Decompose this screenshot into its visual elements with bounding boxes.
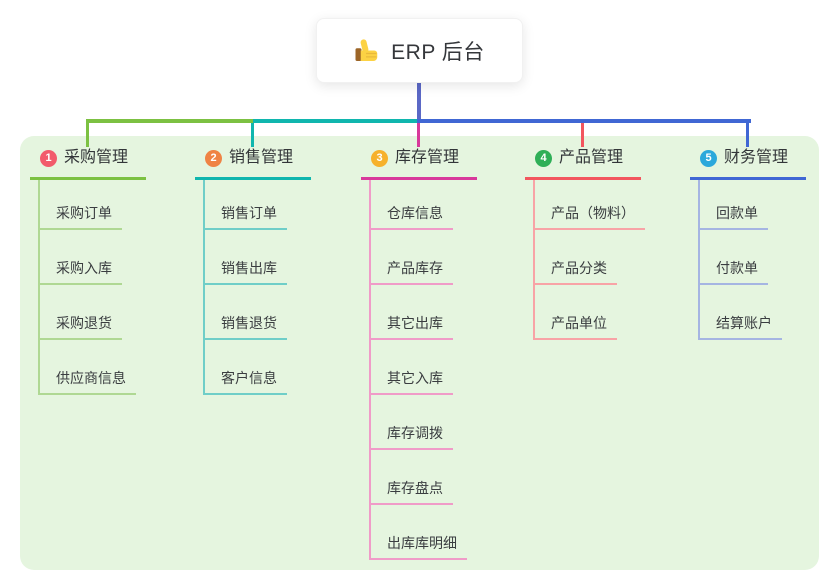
branch-drop-line — [86, 121, 89, 147]
branch-title-label: 财务管理 — [724, 149, 789, 166]
branch-number-badge: 4 — [535, 149, 552, 167]
branch-node[interactable]: 1 采购管理 — [30, 147, 147, 180]
child-node-label: 客户信息 — [203, 369, 287, 395]
branch-node[interactable]: 4 产品管理 — [525, 147, 642, 180]
child-node-label: 库存盘点 — [369, 479, 453, 505]
child-node[interactable]: 客户信息 — [203, 369, 287, 395]
branch-node[interactable]: 3 库存管理 — [361, 147, 478, 180]
branch-drop-line — [251, 121, 254, 147]
child-node-label: 产品单位 — [533, 314, 617, 340]
branch-drop-line — [417, 121, 420, 147]
child-node-label: 销售出库 — [203, 259, 287, 285]
child-node[interactable]: 出库库明细 — [369, 534, 467, 560]
bus-segment-mid — [253, 119, 419, 123]
branch-node[interactable]: 5 财务管理 — [690, 147, 807, 180]
branch-spine-line — [698, 178, 700, 340]
child-node-label: 销售退货 — [203, 314, 287, 340]
child-node-label: 付款单 — [698, 259, 768, 285]
child-node-label: 其它入库 — [369, 369, 453, 395]
content-panel — [20, 136, 819, 570]
child-node[interactable]: 产品（物料） — [533, 204, 645, 230]
thumbs-up-icon — [354, 37, 381, 64]
child-node-label: 库存调拨 — [369, 424, 453, 450]
child-node-label: 出库库明细 — [369, 534, 467, 560]
child-node-label: 回款单 — [698, 204, 768, 230]
child-node[interactable]: 销售出库 — [203, 259, 287, 285]
child-node[interactable]: 采购入库 — [38, 259, 122, 285]
child-node[interactable]: 库存调拨 — [369, 424, 453, 450]
child-node-label: 采购入库 — [38, 259, 122, 285]
branch-title-label: 销售管理 — [229, 149, 294, 166]
child-node[interactable]: 其它出库 — [369, 314, 453, 340]
branch-spine-line — [533, 178, 535, 340]
branch-number-badge: 5 — [700, 149, 717, 167]
child-node-label: 供应商信息 — [38, 369, 136, 395]
child-node[interactable]: 库存盘点 — [369, 479, 453, 505]
child-node-label: 采购订单 — [38, 204, 122, 230]
child-node-label: 产品分类 — [533, 259, 617, 285]
root-node-label: ERP 后台 — [391, 40, 485, 64]
child-node-label: 产品库存 — [369, 259, 453, 285]
branch-spine-line — [38, 178, 40, 395]
child-node[interactable]: 销售订单 — [203, 204, 287, 230]
child-node[interactable]: 仓库信息 — [369, 204, 453, 230]
child-node-label: 销售订单 — [203, 204, 287, 230]
branch-spine-line — [369, 178, 371, 560]
child-node[interactable]: 供应商信息 — [38, 369, 136, 395]
branch-drop-line — [746, 121, 749, 147]
child-node-label: 仓库信息 — [369, 204, 453, 230]
child-node-label: 产品（物料） — [533, 204, 645, 230]
branch-number-badge: 1 — [40, 149, 57, 167]
root-node-erp[interactable]: ERP 后台 — [316, 18, 523, 83]
child-node-label: 结算账户 — [698, 314, 782, 340]
child-node[interactable]: 采购订单 — [38, 204, 122, 230]
child-node[interactable]: 结算账户 — [698, 314, 782, 340]
child-node[interactable]: 产品单位 — [533, 314, 617, 340]
child-node[interactable]: 回款单 — [698, 204, 768, 230]
branch-title-label: 产品管理 — [559, 149, 624, 166]
root-stem-line — [417, 83, 421, 121]
child-node-label: 其它出库 — [369, 314, 453, 340]
branch-number-badge: 3 — [371, 149, 388, 167]
branch-drop-line — [581, 121, 584, 147]
child-node[interactable]: 采购退货 — [38, 314, 122, 340]
child-node-label: 采购退货 — [38, 314, 122, 340]
branch-spine-line — [203, 178, 205, 395]
branch-node[interactable]: 2 销售管理 — [195, 147, 312, 180]
branch-title-label: 库存管理 — [395, 149, 460, 166]
child-node[interactable]: 产品库存 — [369, 259, 453, 285]
bus-segment-left — [86, 119, 255, 123]
branch-title-label: 采购管理 — [64, 149, 129, 166]
branch-number-badge: 2 — [205, 149, 222, 167]
child-node[interactable]: 产品分类 — [533, 259, 617, 285]
child-node[interactable]: 销售退货 — [203, 314, 287, 340]
child-node[interactable]: 付款单 — [698, 259, 768, 285]
child-node[interactable]: 其它入库 — [369, 369, 453, 395]
bus-segment-right — [417, 119, 751, 123]
